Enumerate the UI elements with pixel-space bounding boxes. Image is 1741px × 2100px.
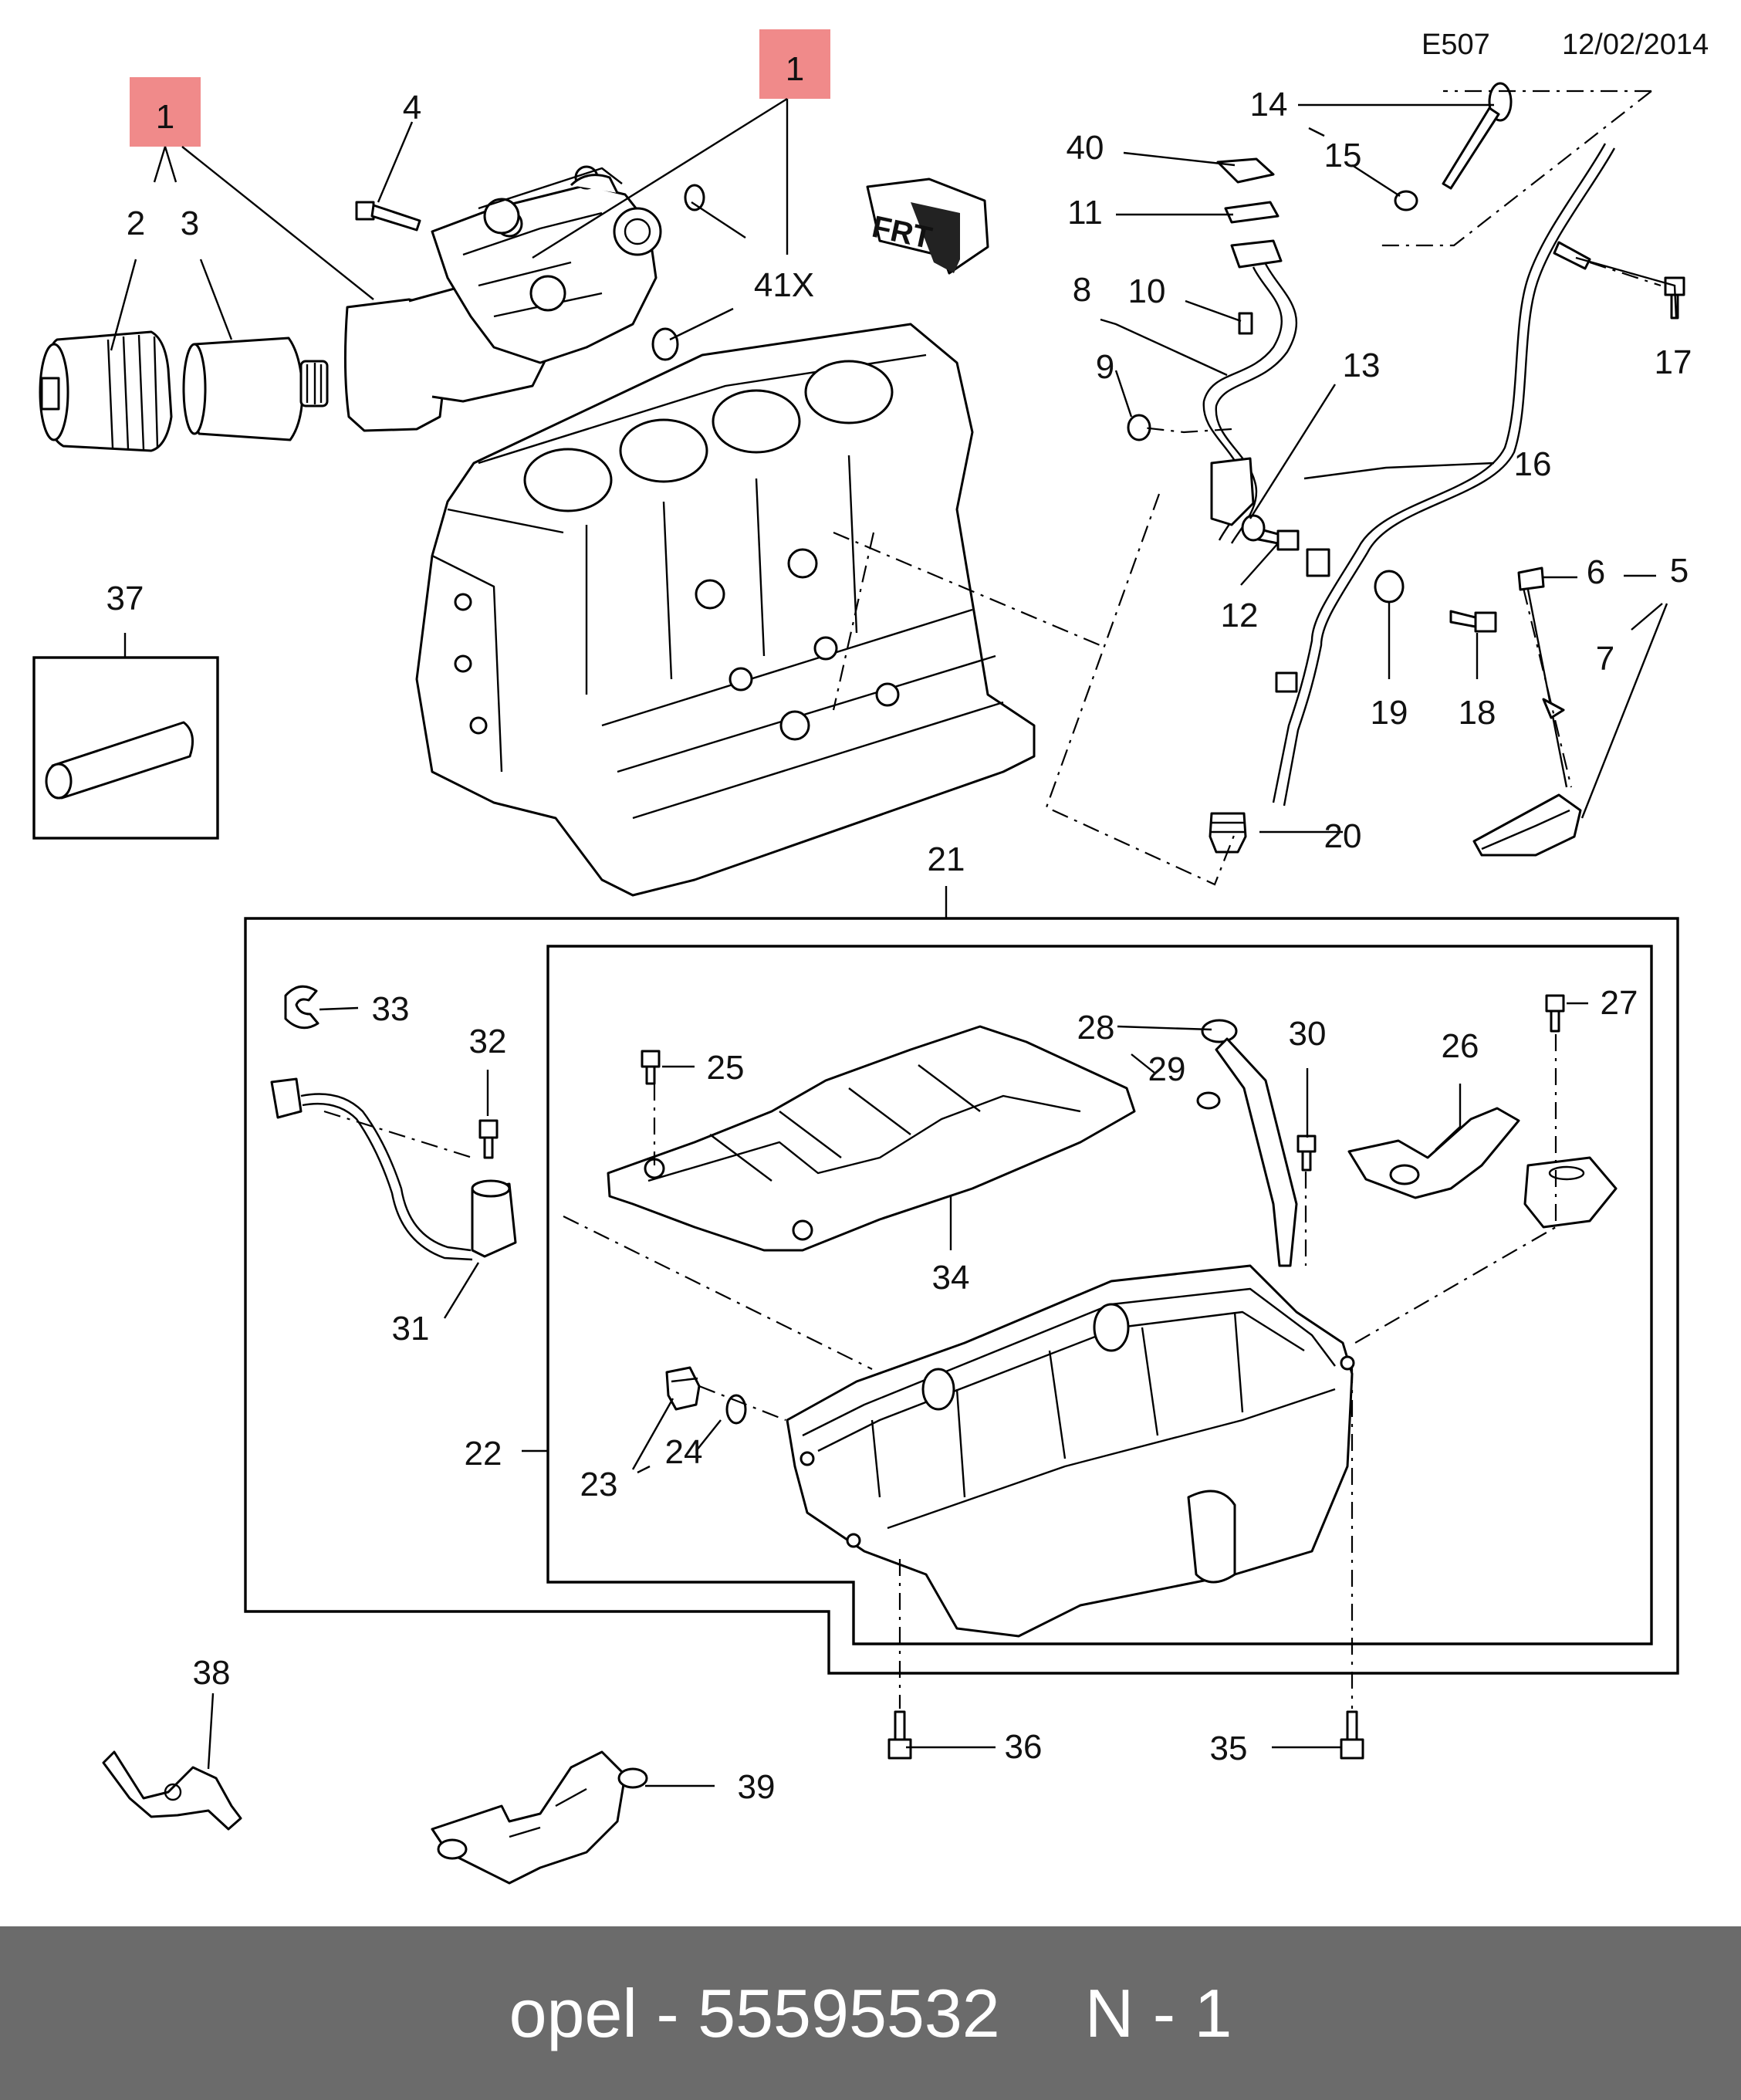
- callout-18: 18: [1459, 694, 1496, 732]
- callout-15: 15: [1324, 137, 1362, 174]
- bolt-18: [1449, 610, 1497, 633]
- exploded-parts-diagram: E507 12/02/2014 1 1: [32, 29, 1709, 1885]
- callout-24: 24: [665, 1433, 703, 1471]
- callout-29: 29: [1148, 1050, 1186, 1088]
- callout-4: 4: [403, 89, 421, 127]
- oil-filter-housing: [343, 165, 662, 432]
- diagram-date: 12/02/2014: [1562, 29, 1709, 61]
- callout-22: 22: [465, 1435, 502, 1473]
- group-22-frame: [546, 945, 1653, 1645]
- bracket-38: [102, 1750, 242, 1831]
- bolt-36: [887, 1710, 912, 1760]
- callout-37: 37: [106, 580, 144, 617]
- dipstick: [1442, 82, 1513, 190]
- svg-text:1: 1: [156, 98, 174, 136]
- callout-12: 12: [1221, 597, 1259, 634]
- drain-washer: [725, 1394, 747, 1425]
- callout-39: 39: [738, 1768, 776, 1806]
- oring-15: [1394, 190, 1418, 211]
- oil-temperature-sensor: [270, 985, 517, 1261]
- leader-lines: [110, 97, 1678, 1787]
- highlight-marker-top: 1: [759, 29, 830, 99]
- callout-7: 7: [1596, 640, 1614, 678]
- item-37-box: [32, 656, 219, 840]
- oil-level-sensor: [1472, 566, 1582, 857]
- callout-9: 9: [1096, 348, 1114, 386]
- callout-26: 26: [1442, 1027, 1479, 1065]
- front-direction-arrow: FRT: [866, 178, 989, 275]
- callout-14: 14: [1250, 86, 1288, 123]
- callout-5: 5: [1670, 552, 1689, 590]
- bolt-35: [1340, 1710, 1364, 1760]
- callout-23: 23: [580, 1466, 618, 1503]
- footer-separator: -: [656, 1974, 679, 2051]
- group-21-frame: [244, 917, 1679, 1675]
- dipstick-guide-tube: [1272, 143, 1616, 807]
- footer-brand: opel: [509, 1974, 637, 2051]
- centerlines: [323, 90, 1662, 1709]
- oil-pan-baffle: [607, 1025, 1136, 1252]
- callout-38: 38: [193, 1654, 231, 1692]
- callout-40: 40: [1067, 129, 1104, 167]
- bolt-25: [641, 1050, 661, 1085]
- callout-labels: 4 2 3 41X 14 15 40 11 8 10 9 13 16 17 12…: [106, 86, 1692, 1806]
- callout-21: 21: [928, 840, 965, 878]
- callout-34: 34: [932, 1259, 970, 1297]
- bracket-39: [431, 1750, 648, 1885]
- callout-13: 13: [1343, 347, 1381, 384]
- callout-25: 25: [707, 1049, 745, 1087]
- diagram-code: E507: [1422, 29, 1490, 61]
- callout-36: 36: [1005, 1728, 1043, 1766]
- oil-pump-pickup: [1347, 994, 1618, 1229]
- callout-6: 6: [1587, 553, 1605, 591]
- callout-32: 32: [469, 1023, 507, 1060]
- oil-filter-element: [182, 336, 329, 441]
- callout-30: 30: [1289, 1015, 1327, 1053]
- callout-41x: 41X: [754, 266, 814, 304]
- plug-20: [1209, 812, 1247, 854]
- callout-19: 19: [1371, 694, 1408, 732]
- drain-plug: [665, 1366, 701, 1411]
- lower-dipstick-guide: [1196, 1019, 1317, 1267]
- callout-16: 16: [1514, 445, 1552, 483]
- callout-20: 20: [1324, 817, 1362, 855]
- part-number-footer: opel - 55595532 N - 1: [0, 1926, 1741, 2100]
- callout-31: 31: [392, 1310, 430, 1348]
- callout-33: 33: [372, 990, 410, 1028]
- callout-3: 3: [181, 205, 199, 242]
- callout-35: 35: [1210, 1730, 1248, 1767]
- engine-block: [415, 323, 1036, 897]
- footer-page: N - 1: [1084, 1974, 1232, 2051]
- oil-filter-cap: [39, 330, 173, 452]
- callout-10: 10: [1128, 272, 1166, 310]
- callout-11: 11: [1067, 194, 1103, 232]
- callout-8: 8: [1073, 271, 1091, 309]
- washer-19: [1374, 570, 1405, 604]
- bolt-12: [1253, 526, 1300, 551]
- callout-27: 27: [1601, 984, 1638, 1022]
- callout-28: 28: [1077, 1009, 1115, 1047]
- callout-2: 2: [127, 205, 145, 242]
- breather-hose: [1127, 157, 1297, 544]
- bolt-4: [355, 201, 421, 232]
- highlight-marker-left: 1: [130, 77, 201, 147]
- footer-part-number: 55595532: [698, 1974, 1000, 2051]
- seal-rings-41x: [651, 184, 705, 361]
- oil-pan: [786, 1264, 1355, 1638]
- callout-17: 17: [1655, 343, 1692, 381]
- svg-text:1: 1: [786, 50, 804, 88]
